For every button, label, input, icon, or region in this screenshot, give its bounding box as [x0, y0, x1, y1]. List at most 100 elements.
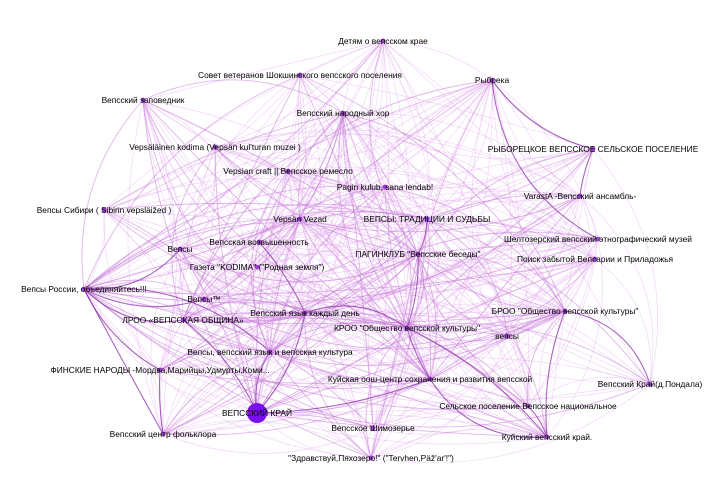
graph-node-n22[interactable] [302, 310, 308, 316]
graph-node-n32[interactable] [370, 425, 376, 431]
graph-node-n31[interactable] [247, 403, 267, 423]
graph-node-n29[interactable] [647, 381, 653, 387]
graph-node-n6[interactable] [212, 144, 218, 150]
graph-edge-443 [83, 74, 301, 290]
graph-node-n7[interactable] [285, 168, 291, 174]
graph-edge-342 [162, 357, 651, 435]
graph-edge-115 [214, 129, 581, 197]
graph-node-n34[interactable] [368, 455, 374, 461]
graph-node-n27[interactable] [157, 367, 163, 373]
graph-node-n12[interactable] [424, 216, 430, 222]
graph-edge-394 [214, 146, 419, 255]
graph-edge-527 [491, 79, 599, 240]
graph-node-n1[interactable] [297, 72, 303, 78]
graph-edge-77 [142, 99, 529, 407]
graph-edge-423 [406, 195, 581, 329]
graph-edge-149 [299, 186, 386, 220]
graph-edge-45 [426, 79, 493, 220]
graph-edge-497 [417, 252, 566, 312]
graph-edge-30 [203, 74, 301, 300]
graph-node-n25[interactable] [504, 333, 510, 339]
graph-edge-433 [103, 209, 258, 414]
graph-node-n33[interactable] [160, 431, 166, 437]
graph-edge-32 [182, 74, 301, 321]
graph-edge-508 [182, 319, 258, 414]
node-label-n35: Куйский вепсский край. [502, 432, 593, 442]
graph-edge-180 [103, 209, 599, 240]
graph-edge-91 [342, 112, 596, 260]
graph-node-n0[interactable] [380, 38, 386, 44]
graph-edge-28 [103, 74, 301, 211]
graph-node-n24[interactable] [404, 325, 410, 331]
graph-node-n3[interactable] [140, 97, 146, 103]
graph-edge-427 [406, 323, 651, 385]
graph-edge-43 [103, 79, 493, 211]
graph-edge-425 [304, 312, 408, 329]
graph-edge-197 [269, 218, 301, 353]
graph-edge-148 [384, 186, 581, 197]
graph-edge-126 [162, 146, 216, 435]
graph-edge-355 [142, 79, 344, 114]
graph-edge-52 [83, 79, 493, 291]
graph-edge-142 [269, 170, 295, 353]
graph-edge-322 [372, 327, 408, 429]
graph-edge-489 [203, 298, 431, 380]
graph-edge-206 [417, 218, 428, 255]
graph-edges [81, 40, 658, 464]
node-label-n21: БРОО "Общество вепсской культуры" [492, 306, 639, 316]
graph-node-n4[interactable] [340, 110, 346, 116]
graph-node-n8[interactable] [382, 184, 388, 190]
graph-node-n19[interactable] [81, 286, 87, 292]
graph-edge-283 [83, 253, 566, 312]
node-label-n6: Vepsäläinen kodima (Vepsän kul'turan muz… [129, 142, 301, 152]
graph-edge-343 [370, 383, 651, 464]
graph-edge-22 [162, 40, 384, 435]
graph-node-n30[interactable] [525, 403, 531, 409]
graph-edge-128 [287, 170, 581, 203]
graph-edge-226 [258, 221, 596, 260]
graph-node-n15[interactable] [177, 246, 183, 252]
graph-edge-96 [342, 112, 408, 329]
graph-edge-300 [429, 310, 566, 380]
graph-edge-330 [370, 335, 508, 459]
graph-edge-137 [83, 170, 289, 290]
graph-edge-485 [384, 186, 431, 380]
graph-node-n10[interactable] [101, 207, 107, 213]
graph-edge-415 [159, 312, 306, 371]
graph-node-n17[interactable] [592, 256, 598, 262]
graph-node-n9[interactable] [577, 193, 583, 199]
node-label-n27: ФИНСКИЕ НАРОДЫ -Мордва,Марийцы,Удмурты,К… [50, 365, 269, 375]
graph-node-n21[interactable] [562, 308, 568, 314]
graph-node-n13[interactable] [595, 236, 601, 242]
graph-edge-289 [83, 288, 164, 435]
graph-node-n35[interactable] [544, 434, 550, 440]
node-label-n29: Вепсский Край(д.Пондала) [598, 379, 703, 389]
graph-node-n26[interactable] [267, 349, 273, 355]
graph-edge-405 [417, 253, 437, 380]
graph-node-n14[interactable] [256, 239, 262, 245]
graph-edge-127 [214, 146, 372, 459]
graph-node-n23[interactable] [180, 317, 186, 323]
graph-nodes [81, 38, 653, 461]
graph-node-n16[interactable] [415, 251, 421, 257]
graph-edge-401 [406, 253, 425, 329]
graph-node-n20[interactable] [201, 296, 207, 302]
graph-edge-484 [338, 112, 431, 380]
graph-edge-421 [142, 99, 408, 329]
graph-edge-122 [83, 146, 216, 290]
graph-node-n18[interactable] [254, 264, 260, 270]
node-label-n23: ЛРОО «ВЕПССКАЯ ОБЩИНА» [122, 315, 244, 325]
graph-edge-492 [429, 378, 529, 407]
graph-edge-352 [162, 420, 372, 459]
graph-edge-447 [83, 218, 301, 290]
graph-edge-72 [142, 99, 408, 329]
graph-edge-24 [299, 74, 344, 114]
graph-edge-379 [258, 211, 428, 243]
graph-edge-11 [382, 40, 596, 260]
graph-node-n28[interactable] [427, 376, 433, 382]
graph-edge-113 [162, 148, 594, 435]
graph-node-n11[interactable] [297, 216, 303, 222]
graph-node-n5[interactable] [590, 146, 596, 152]
graph-edge-48 [179, 79, 493, 250]
graph-node-n2[interactable] [489, 77, 495, 83]
